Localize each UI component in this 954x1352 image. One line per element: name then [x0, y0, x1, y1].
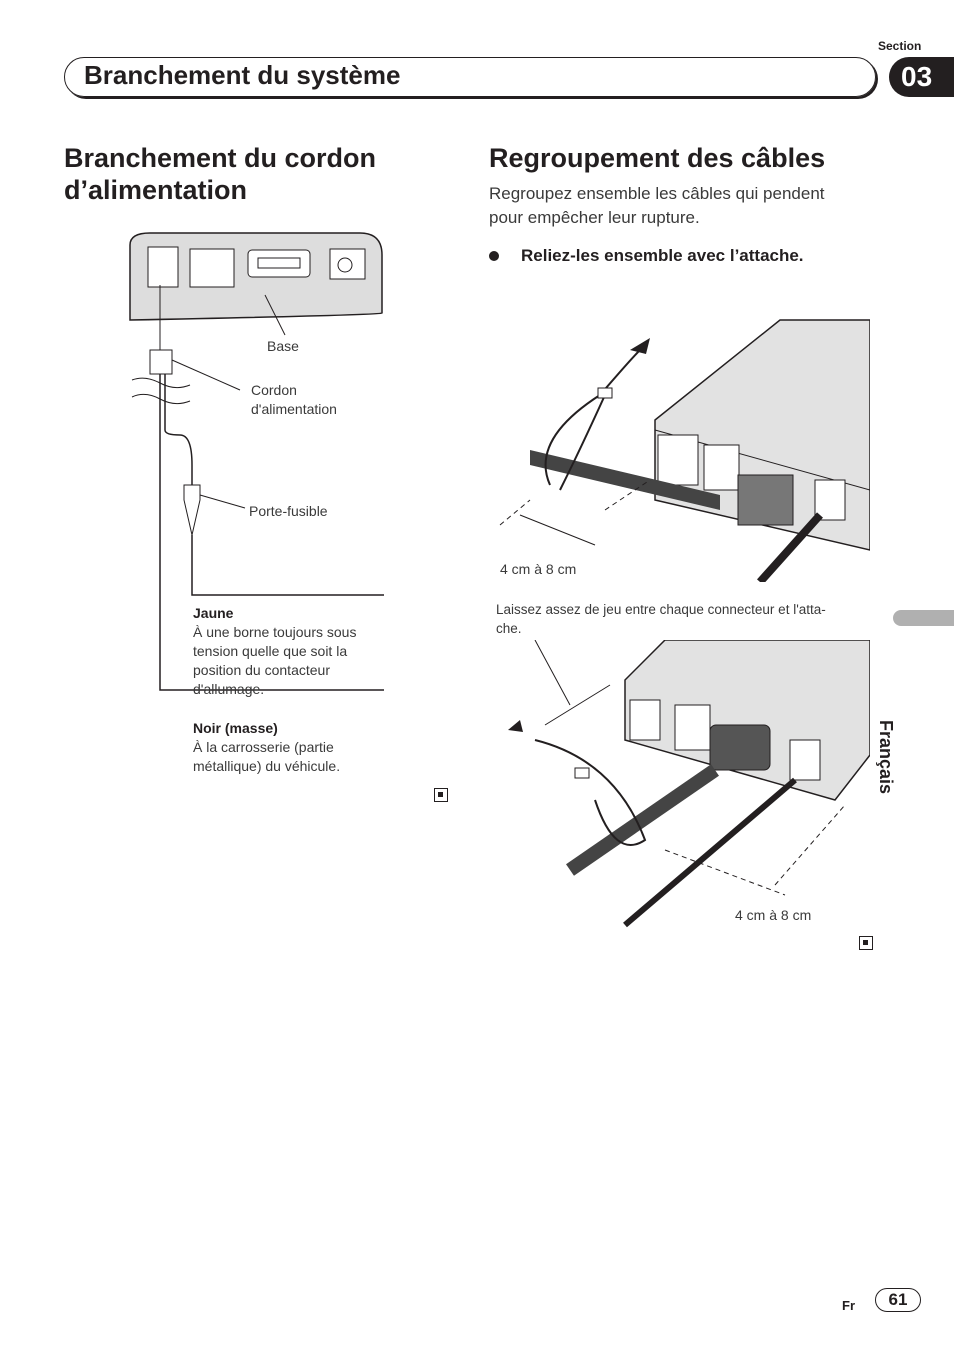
- desc-line: À la carrosserie (partie: [193, 739, 334, 755]
- language-tab: [893, 610, 954, 626]
- jaune-title: Jaune: [193, 605, 234, 621]
- page-number: 61: [875, 1288, 921, 1312]
- cable-bundle-diagram-1: [499, 319, 870, 582]
- title-line: Branchement du cordon: [64, 143, 377, 173]
- distance-label-1: 4 cm à 8 cm: [500, 561, 577, 577]
- header-title: Branchement du système: [84, 60, 401, 90]
- end-mark-icon: [434, 788, 448, 802]
- label-line: Cordon: [251, 382, 297, 398]
- noir-title: Noir (masse): [193, 720, 278, 736]
- distance-label-2: 4 cm à 8 cm: [735, 907, 812, 923]
- desc-line: À une borne toujours sous: [193, 624, 357, 640]
- bullet-icon: [489, 251, 499, 261]
- title-line: d’alimentation: [64, 175, 248, 205]
- footer-lang: Fr: [842, 1298, 855, 1313]
- end-mark-icon: [859, 936, 873, 950]
- jaune-desc: Jaune À une borne toujours sous tension …: [193, 604, 356, 699]
- intro-text: Regroupez ensemble les câbles qui penden…: [489, 182, 825, 230]
- intro-line: pour empêcher leur rupture.: [489, 208, 700, 227]
- label-cordon: Cordon d'alimentation: [251, 381, 337, 419]
- right-title: Regroupement des câbles: [489, 143, 826, 173]
- bullet-text: Reliez-les ensemble avec l’attache.: [521, 246, 804, 265]
- note-line: che.: [496, 621, 522, 636]
- section-number: 03: [889, 57, 954, 97]
- label-line: d'alimentation: [251, 401, 337, 417]
- label-fuse: Porte-fusible: [249, 503, 328, 519]
- desc-line: position du contacteur: [193, 662, 330, 678]
- label-base: Base: [267, 338, 299, 354]
- desc-line: métallique) du véhicule.: [193, 758, 341, 774]
- note-text: Laissez assez de jeu entre chaque connec…: [496, 600, 826, 638]
- language-label: Français: [876, 720, 896, 795]
- noir-desc: Noir (masse) À la carrosserie (partie mé…: [193, 719, 340, 776]
- power-cord-diagram: [129, 232, 384, 691]
- cable-bundle-diagram-2: [508, 640, 870, 928]
- desc-line: tension quelle que soit la: [193, 643, 348, 659]
- desc-line: d'allumage.: [193, 681, 265, 697]
- intro-line: Regroupez ensemble les câbles qui penden…: [489, 184, 825, 203]
- section-label: Section: [878, 39, 922, 53]
- note-line: Laissez assez de jeu entre chaque connec…: [496, 602, 826, 617]
- header-bar: [64, 57, 876, 97]
